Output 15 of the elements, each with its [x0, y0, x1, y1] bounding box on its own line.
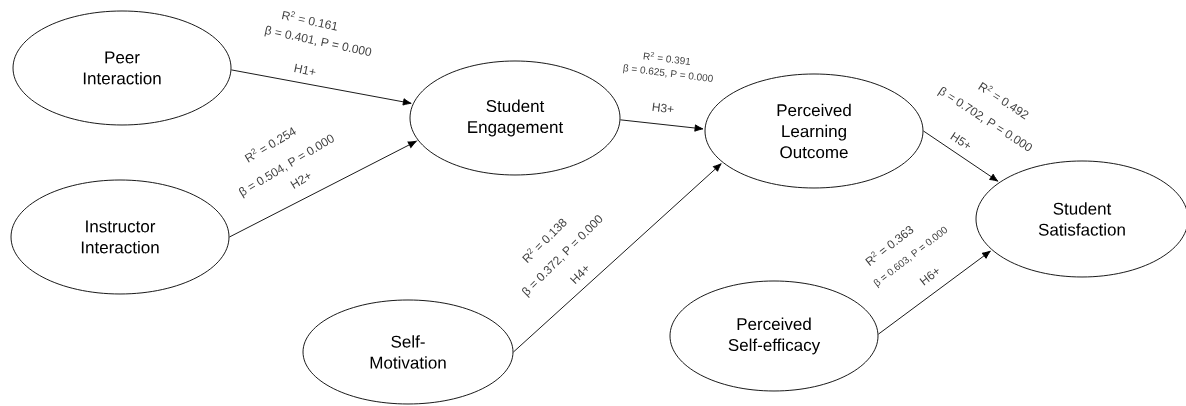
edge-label: H5+ [950, 131, 971, 148]
edge-label: H6+ [919, 268, 939, 286]
arrow [513, 163, 722, 353]
coefficient-label: β = 0.625, P = 0.000 [623, 64, 713, 82]
edge-label: H2+ [290, 173, 311, 189]
arrow [229, 140, 417, 238]
edge-label: H4+ [569, 266, 588, 285]
edge-label: H1+ [294, 63, 316, 75]
edge-label: H3+ [652, 102, 674, 113]
coefficient-label: R$^{2}$ = 0.161 [281, 11, 337, 31]
coefficient-label: R$^{2}$ = 0.391 [643, 51, 690, 66]
arrow [877, 250, 991, 335]
arrow [619, 119, 704, 132]
arrow [923, 130, 999, 182]
arrow [230, 69, 412, 106]
